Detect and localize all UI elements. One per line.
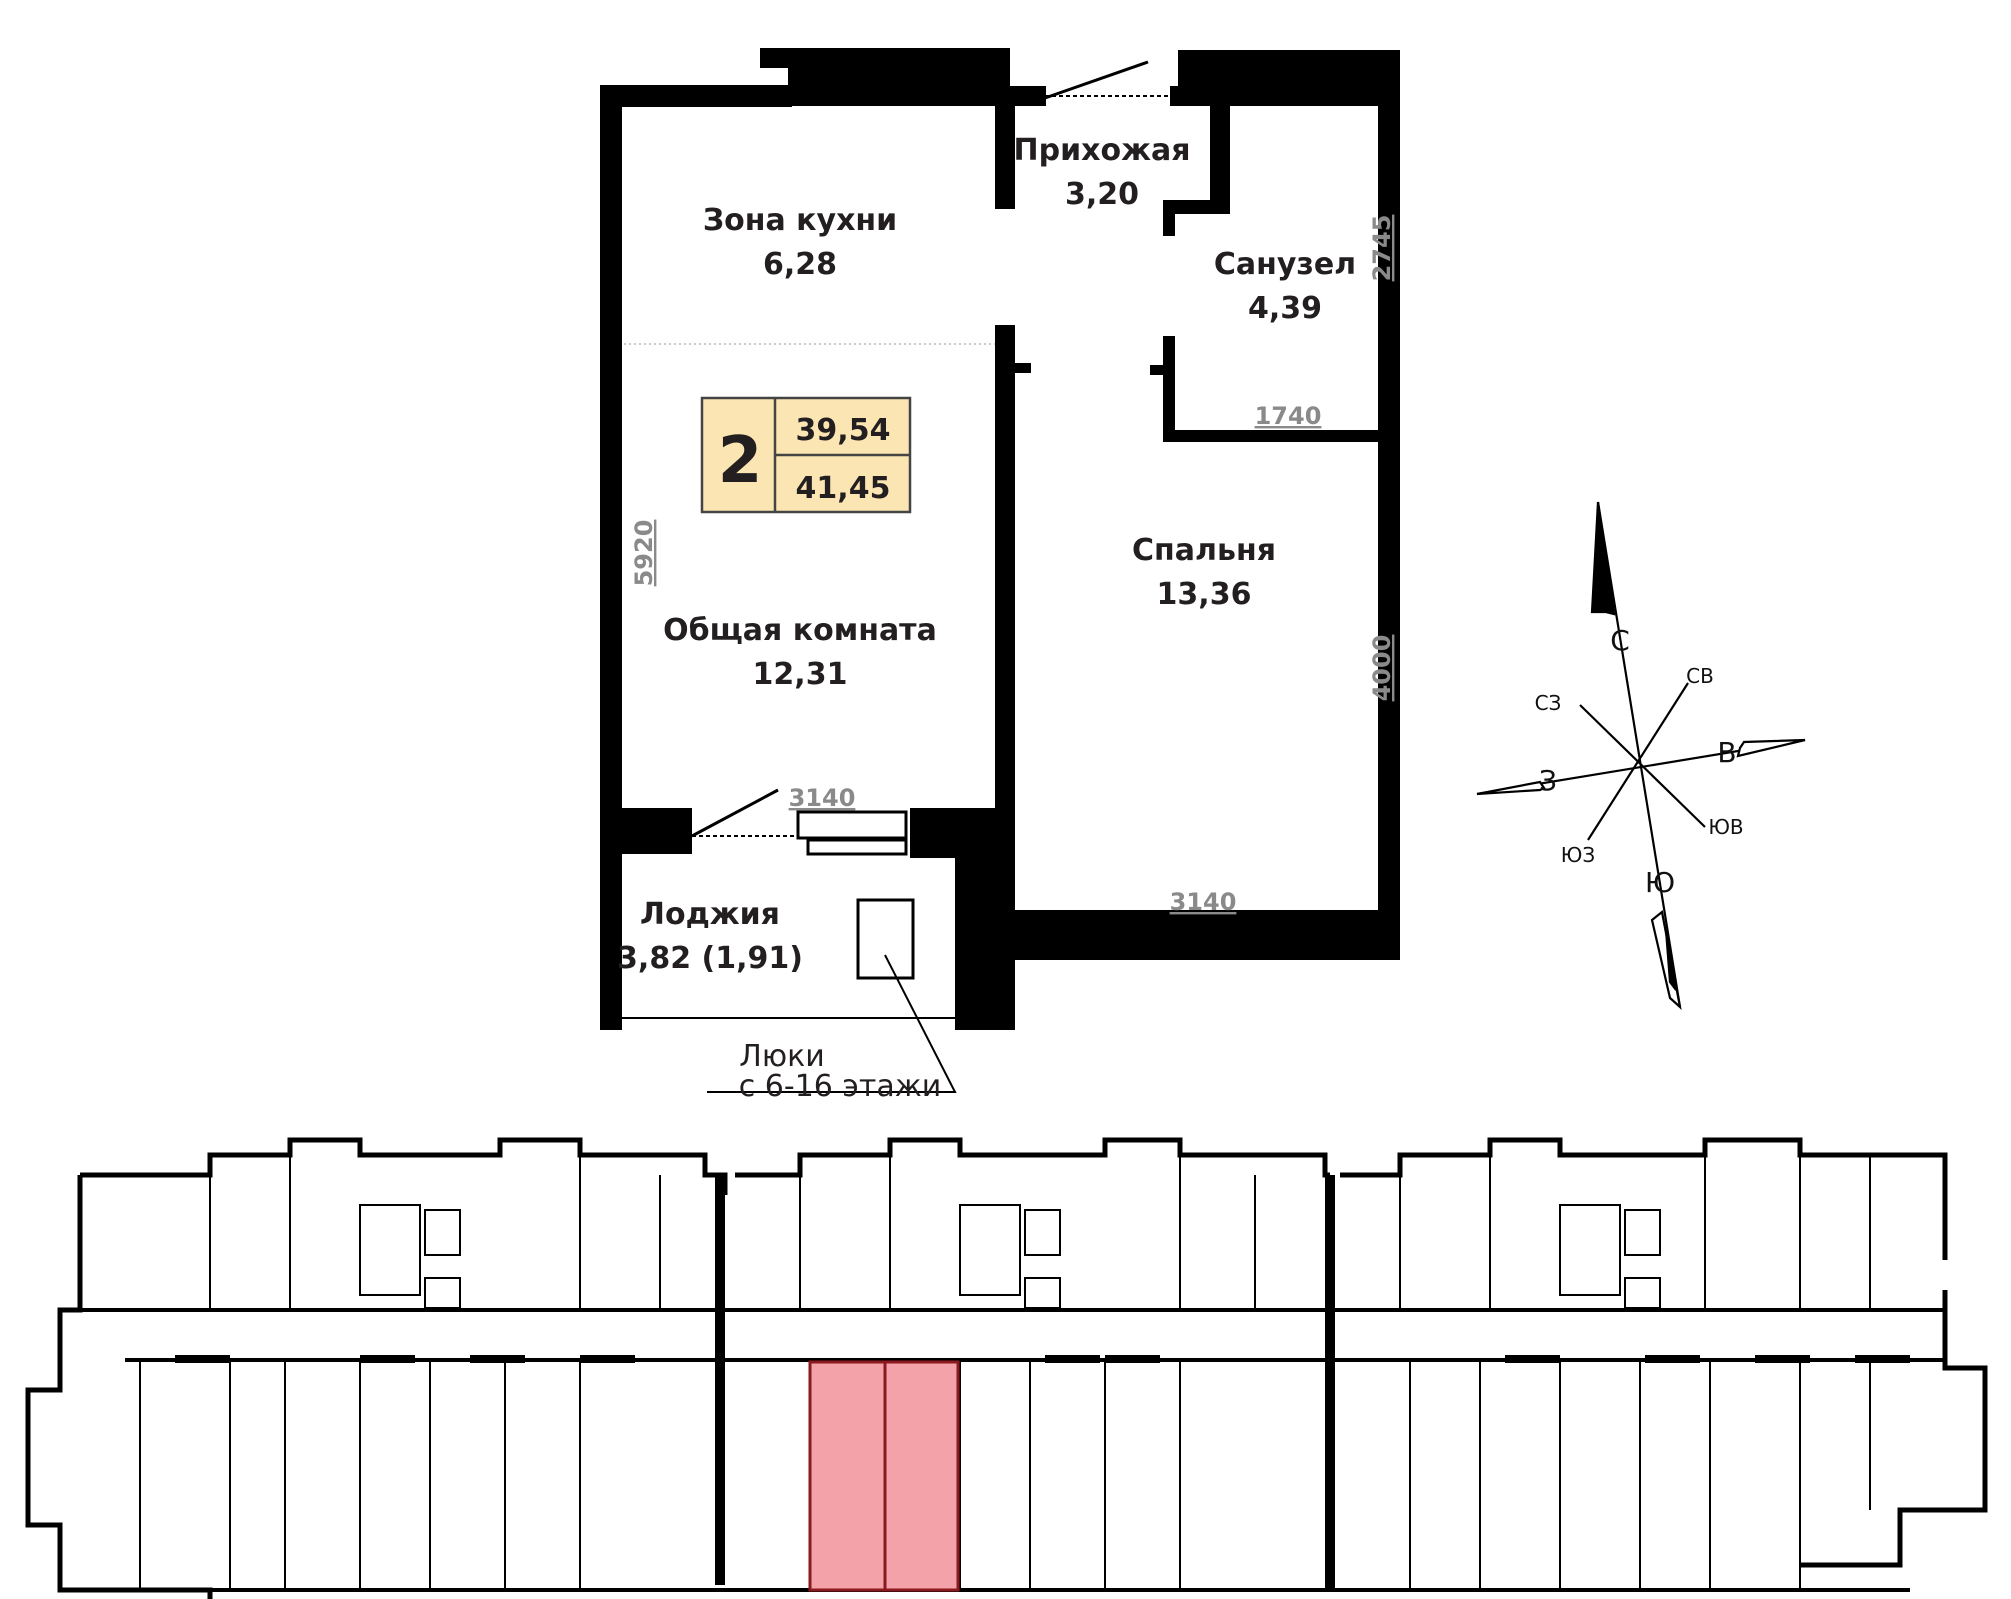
dimension-2745: 2745 <box>1368 215 1396 282</box>
compass-ne-label: СВ <box>1686 664 1714 688</box>
hall-area: 3,20 <box>1065 177 1139 212</box>
hatch-symbol <box>707 898 957 1093</box>
compass-rose <box>1476 501 1806 1010</box>
compass-w-label: З <box>1539 764 1557 797</box>
windows <box>622 810 1307 1019</box>
compass-e-label: В <box>1717 736 1736 769</box>
apartment-walls <box>600 48 1400 1030</box>
doors <box>624 60 1170 838</box>
dimension-1740: 1740 <box>1255 402 1322 430</box>
floor-key-plan <box>25 1137 1988 1599</box>
dimension-3140-loggia: 3140 <box>789 784 856 812</box>
bathroom-name: Санузел <box>1214 247 1356 282</box>
highlighted-apartment <box>808 1360 960 1592</box>
compass-nw-label: СЗ <box>1535 691 1562 715</box>
compass-n-label: С <box>1610 624 1630 657</box>
loggia-name: Лоджия <box>640 897 780 932</box>
loggia-area: 3,82 (1,91) <box>617 941 803 976</box>
badge-room-count: 2 <box>718 424 763 498</box>
living-area: 12,31 <box>753 657 848 692</box>
hatch-note-line2: с 6-16 этажи <box>739 1069 942 1104</box>
dimension-5920: 5920 <box>630 520 658 587</box>
compass-s-label: Ю <box>1645 866 1675 899</box>
hall-name: Прихожая <box>1014 133 1191 168</box>
area-badge: 2 39,54 41,45 <box>700 396 912 514</box>
kitchen-name: Зона кухни <box>703 203 897 238</box>
kitchen-area: 6,28 <box>763 247 837 282</box>
dimension-3140-bedroom: 3140 <box>1170 888 1237 916</box>
bedroom-area: 13,36 <box>1157 577 1252 612</box>
bedroom-name: Спальня <box>1132 533 1276 568</box>
badge-area-total: 41,45 <box>796 471 891 506</box>
living-name: Общая комната <box>663 613 937 648</box>
dimension-4000: 4000 <box>1368 635 1396 702</box>
compass-sw-label: ЮЗ <box>1561 843 1595 867</box>
compass-se-label: ЮВ <box>1708 815 1743 839</box>
bathroom-area: 4,39 <box>1248 291 1322 326</box>
badge-area-living: 39,54 <box>796 413 891 448</box>
hatch-note-line1: Люки <box>739 1039 824 1074</box>
